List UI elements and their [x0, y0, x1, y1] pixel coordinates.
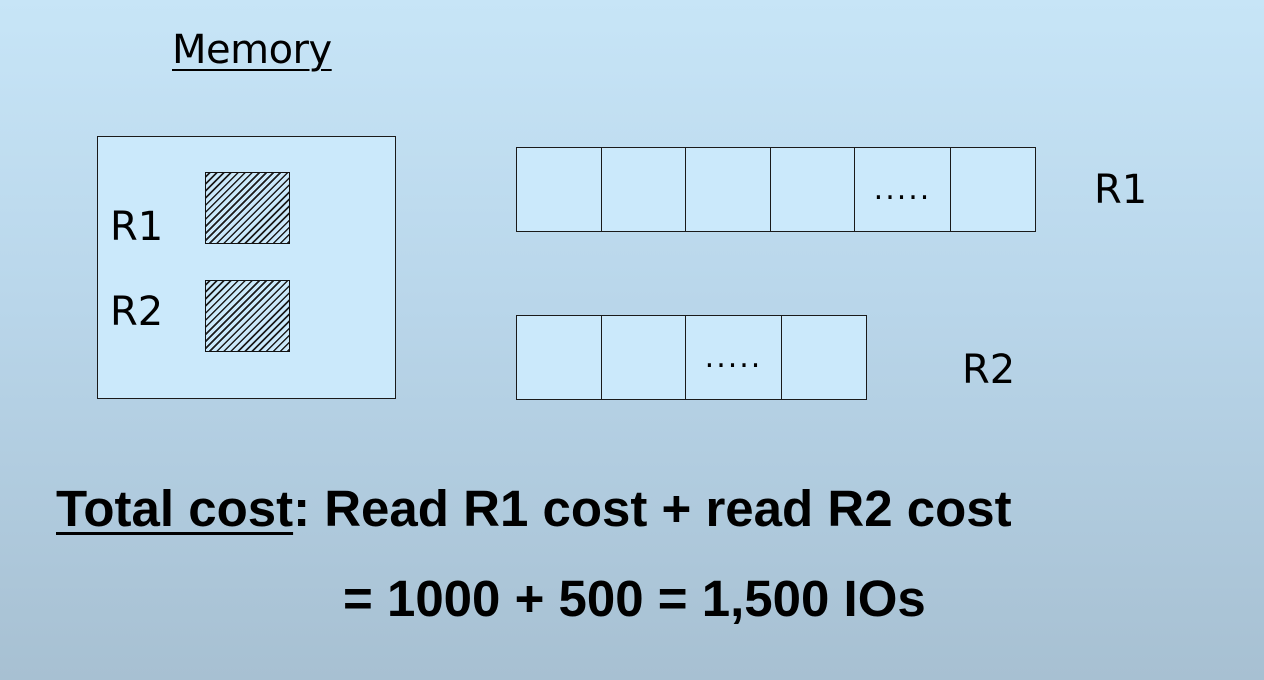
r1-page-ellipsis: .....: [854, 147, 951, 232]
memory-r2-label: R2: [110, 289, 164, 335]
r2-pages: .....: [516, 315, 867, 400]
total-cost-heading: Total cost: [56, 480, 294, 537]
r1-pages: .....: [516, 147, 1036, 232]
memory-r1-buffer: [205, 172, 290, 244]
memory-box: R1 R2: [97, 136, 396, 399]
r2-page-ellipsis: .....: [685, 315, 782, 400]
memory-r2-buffer: [205, 280, 290, 352]
memory-title: Memory: [172, 27, 332, 73]
total-cost-line: Total cost: Read R1 cost + read R2 cost: [56, 483, 1012, 534]
total-cost-formula: : Read R1 cost + read R2 cost: [293, 480, 1012, 537]
r2-page: [780, 315, 867, 400]
r2-page: [600, 315, 687, 400]
r2-relation-label: R2: [962, 347, 1016, 393]
total-cost-result: = 1000 + 500 = 1,500 IOs: [343, 570, 926, 627]
r1-page: [685, 147, 771, 232]
r1-page: [949, 147, 1036, 232]
r1-page: [600, 147, 687, 232]
r1-page: [516, 147, 602, 232]
r1-relation-label: R1: [1094, 167, 1148, 213]
memory-r1-label: R1: [110, 204, 164, 250]
r2-page: [516, 315, 602, 400]
r1-page: [769, 147, 856, 232]
